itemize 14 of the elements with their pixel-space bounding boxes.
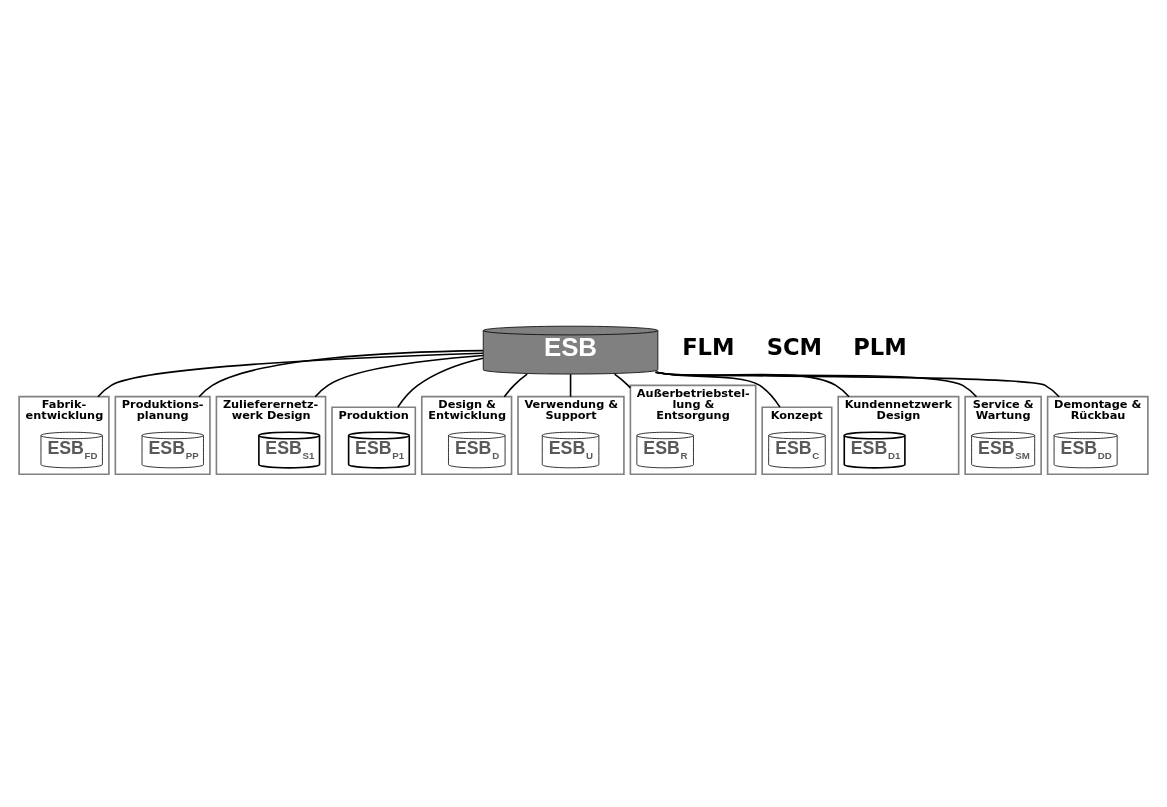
connector (656, 371, 781, 408)
connector (569, 373, 572, 398)
connector (613, 373, 632, 389)
label: FLM (682, 333, 735, 360)
connector (314, 354, 484, 398)
label: PLM (853, 333, 907, 360)
connector (198, 349, 484, 398)
connector (654, 371, 1060, 398)
connector (397, 357, 484, 408)
label: SCM (766, 333, 823, 360)
connector (97, 352, 484, 398)
connector (654, 371, 978, 398)
connector (655, 371, 850, 398)
connector (503, 373, 528, 398)
